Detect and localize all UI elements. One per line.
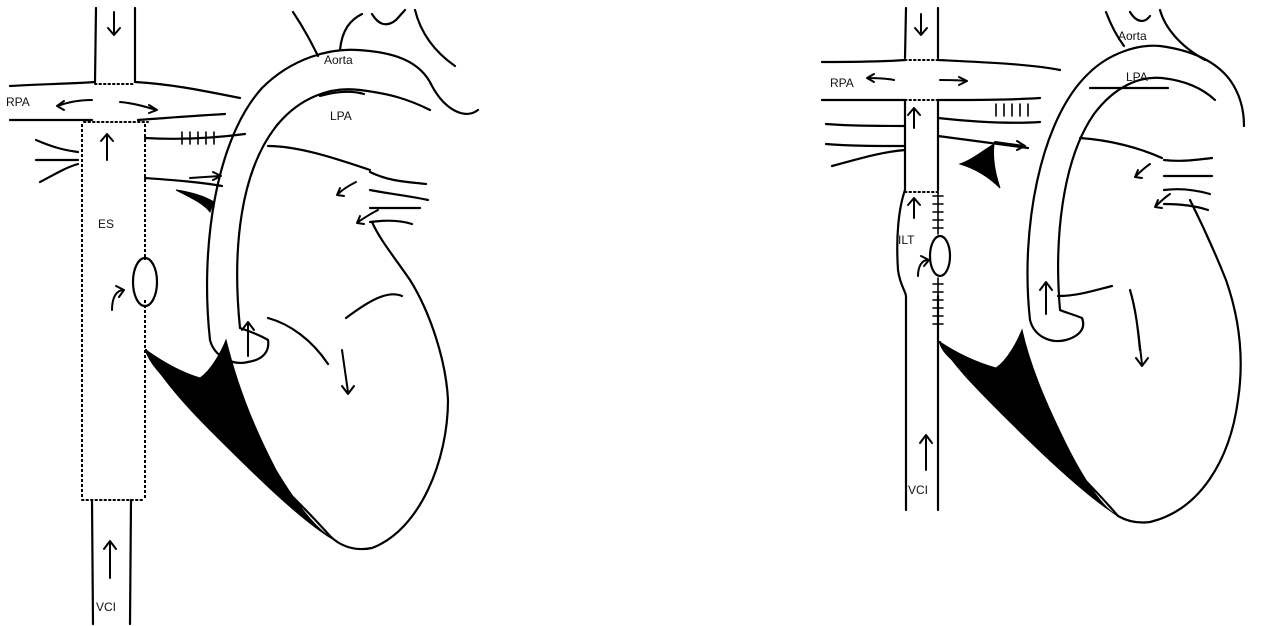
left-es-arrow-up [101,134,113,160]
right-rpa-arrow-left [867,74,894,82]
right-septum [1058,286,1140,350]
right-aorta-inner [1058,78,1215,310]
right-pv-arrow-1 [1135,164,1150,178]
left-diagram: RPA Aorta LPA ES VCI [6,8,478,624]
right-ilt-arrow-up-1 [908,108,920,128]
right-ligature-top [996,104,1028,116]
right-ilt-arrow-curve [918,256,929,276]
right-aorta-arrow [1040,282,1052,314]
left-rpa-arrow-left [57,100,92,110]
right-label-lpa: LPA [1126,70,1148,84]
right-aortic-root [1030,310,1083,341]
left-svc-arrow [108,12,120,35]
right-ilt-left [897,100,906,510]
left-label-vci: VCI [96,600,116,614]
left-head-vessels [293,10,455,66]
right-ilt-suture-upper [933,190,943,234]
left-valve-shade [176,190,214,212]
right-atrium-shade [940,330,1118,516]
right-lv-arrow [1136,330,1148,366]
left-rpa-branches [36,140,78,182]
right-rpa-upper [822,60,1060,70]
left-rpa-lower [10,114,225,120]
left-rpa-upper [10,82,240,98]
right-diagram: RPA Aorta LPA ILT VCI [822,8,1244,523]
right-pulm-veins [1164,158,1212,210]
right-valve-shade [960,144,1000,188]
right-fenestration [930,236,950,276]
right-rpa-arrow-right [940,77,967,85]
right-label-vci: VCI [908,483,928,497]
right-svc-arrow [915,14,927,35]
left-label-lpa: LPA [330,109,352,123]
left-fenestration [133,258,157,306]
left-pulm-veins [370,172,428,224]
left-aorta-arrow [242,322,254,356]
right-rpa-lower [822,98,1040,100]
left-es-arrow-curve [112,286,124,310]
right-pv-arrow-2 [1155,194,1170,208]
right-ivc-arrow [920,435,932,470]
left-lv-arrow [342,350,354,394]
right-ilt-suture-lower [933,278,943,330]
left-mpa-arrow [190,172,221,180]
left-mpa-top [145,134,245,139]
right-label-rpa: RPA [830,76,854,90]
right-rpa-branches [826,124,905,166]
right-mpa-top [938,118,1040,123]
left-label-rpa: RPA [6,95,30,109]
right-mpa-bottom [938,136,1028,148]
right-ilt-arrow-up-2 [908,198,920,218]
right-heart-outline [940,138,1241,523]
left-label-aorta: Aorta [324,53,353,67]
left-mpa-bottom [145,178,222,186]
right-label-aorta: Aorta [1118,29,1147,43]
left-septum [268,294,402,364]
left-label-es: ES [98,217,114,231]
left-heart-outline [146,146,448,549]
right-aorta-outer [1027,46,1244,320]
left-rpa-arrow-right [120,102,157,113]
left-pv-arrow-1 [337,182,356,196]
left-ivc-arrow [104,541,116,578]
right-label-ilt: ILT [898,233,915,247]
